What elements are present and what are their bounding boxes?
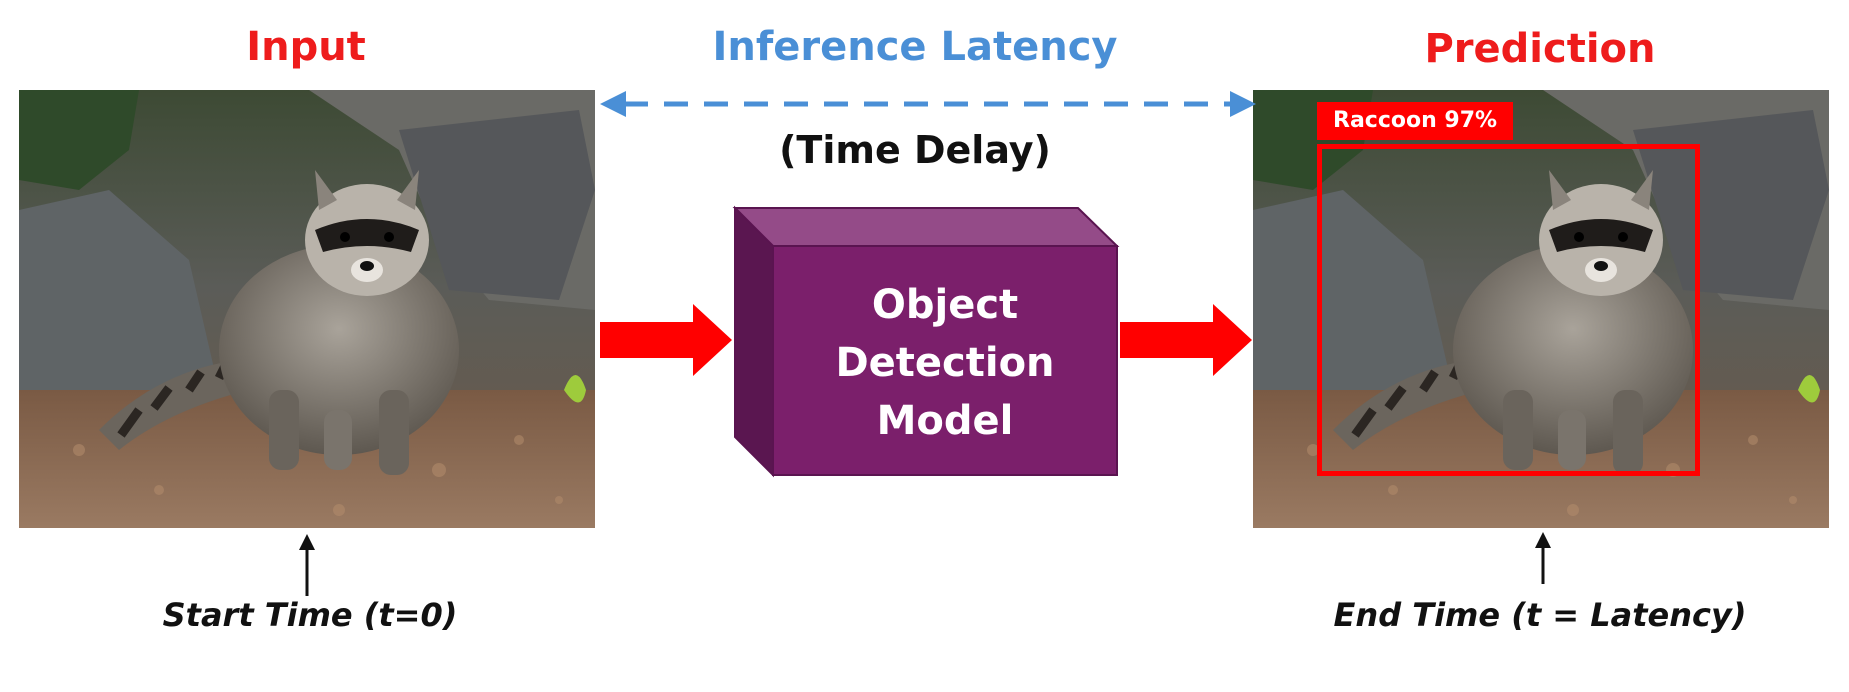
end-time-caption: End Time (t = Latency)	[1333, 596, 1747, 634]
model-label-line2: Detection	[835, 340, 1055, 386]
latency-heading: Inference Latency	[712, 24, 1118, 70]
detection-bounding-box	[1317, 144, 1700, 476]
prediction-image	[1253, 90, 1829, 528]
latency-double-arrow	[600, 91, 1256, 117]
detection-label: Raccoon 97%	[1317, 102, 1514, 140]
model-label: Object Detection Model	[773, 276, 1117, 450]
end-time-arrow	[1535, 532, 1551, 584]
model-label-line3: Model	[876, 398, 1014, 444]
prediction-heading: Prediction	[1424, 26, 1656, 72]
model-label-line1: Object	[871, 282, 1019, 328]
input-to-model-arrow	[600, 304, 732, 376]
start-time-caption: Start Time (t=0)	[162, 596, 458, 634]
input-heading: Input	[246, 24, 366, 70]
time-delay-label: (Time Delay)	[779, 128, 1051, 172]
input-image	[19, 90, 595, 528]
start-time-arrow	[299, 534, 315, 596]
model-box	[732, 205, 1120, 478]
model-to-prediction-arrow	[1120, 304, 1252, 376]
